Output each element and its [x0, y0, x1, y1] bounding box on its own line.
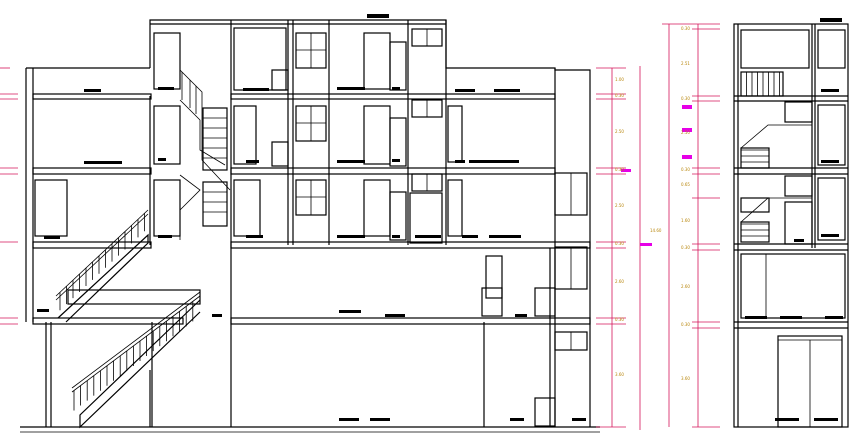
dimension-label: 2.50	[681, 130, 690, 135]
main-building-outline	[20, 19, 600, 433]
dimension-label: 2.51	[681, 61, 690, 66]
side-section	[733, 18, 849, 428]
dimension-label: 0.30	[681, 96, 690, 101]
dimension-label: 0.65	[681, 182, 690, 187]
dimension-label: 1.00	[615, 77, 624, 82]
dimension-total-label: 14.60	[650, 228, 662, 233]
dimension-chain-main: 1.00 0.30 2.50 0.30 2.50 0.30 2.60 0.30 3.60 14.6…	[0, 66, 662, 430]
floor-slabs	[32, 23, 591, 325]
dimension-label: 0.30	[681, 26, 690, 31]
dimension-label: 1.60	[681, 218, 690, 223]
dimension-label: 0.30	[615, 241, 624, 246]
dimension-label: 2.60	[681, 284, 690, 289]
dimension-label: 2.50	[615, 129, 624, 134]
dimension-label: 0.30	[681, 322, 690, 327]
dimension-label: 2.60	[615, 279, 624, 284]
dimension-label: 3.60	[681, 376, 690, 381]
dimension-label: 3.60	[615, 372, 624, 377]
central-core	[34, 20, 588, 427]
dimension-label: 0.30	[681, 245, 690, 250]
dimension-label: 0.30	[615, 317, 624, 322]
room-labels	[37, 14, 586, 421]
dimension-label: 0.30	[615, 167, 624, 172]
dimension-label: 0.30	[615, 93, 624, 98]
dimension-chain-side: 0.30 2.51 0.30 2.50 0.30 0.65 1.60 0.30 2.60 0.30…	[662, 23, 720, 428]
staircase	[55, 69, 231, 429]
dimension-label: 2.50	[615, 203, 624, 208]
dimension-label: 0.30	[681, 167, 690, 172]
